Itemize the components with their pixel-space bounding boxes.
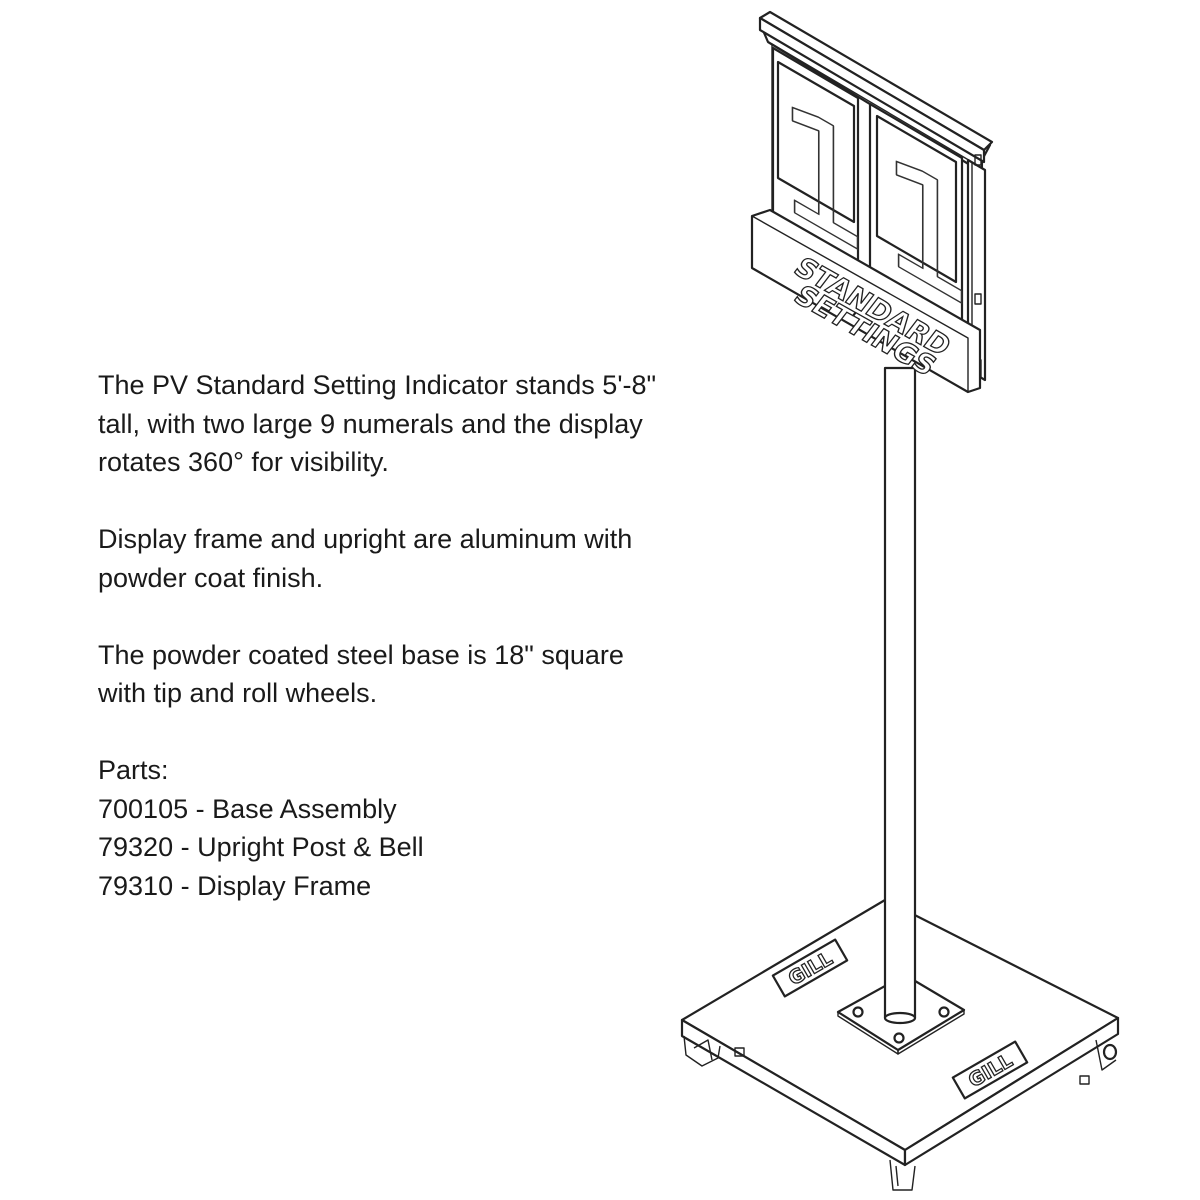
upright-post (883, 366, 917, 1025)
part-item: 700105 - Base Assembly (98, 793, 397, 824)
base-line-2: with tip and roll wheels. (98, 678, 378, 708)
height-line-2: tall, with two large 9 numerals and the … (98, 408, 643, 439)
base-paragraph: The powder coated steel base is 18" squa… (98, 636, 758, 713)
bolt-icon (938, 1006, 950, 1018)
height-paragraph: The PV Standard Setting Indicator stands… (98, 366, 758, 482)
bolt-icon (893, 1032, 905, 1044)
material-line-2: powder coat finish. (98, 562, 324, 593)
base-line-1: The powder coated steel base is 18" squa… (98, 639, 624, 670)
part-item: 79320 - Upright Post & Bell (98, 832, 424, 862)
product-description: The PV Standard Setting Indicator stands… (98, 366, 758, 905)
material-paragraph: Display frame and upright are aluminum w… (98, 520, 758, 597)
height-line-1: The PV Standard Setting Indicator stands… (98, 370, 657, 400)
numeral-card-left: 1 (771, 46, 872, 297)
bolt-icon (852, 1006, 864, 1018)
height-line-3: rotates 360° for visibility. (98, 447, 389, 477)
parts-heading: Parts: (98, 755, 169, 785)
material-line-1: Display frame and upright are aluminum w… (98, 524, 633, 554)
part-item: 79310 - Display Frame (98, 870, 372, 901)
parts-list: Parts: 700105 - Base Assembly 79320 - Up… (98, 751, 758, 905)
